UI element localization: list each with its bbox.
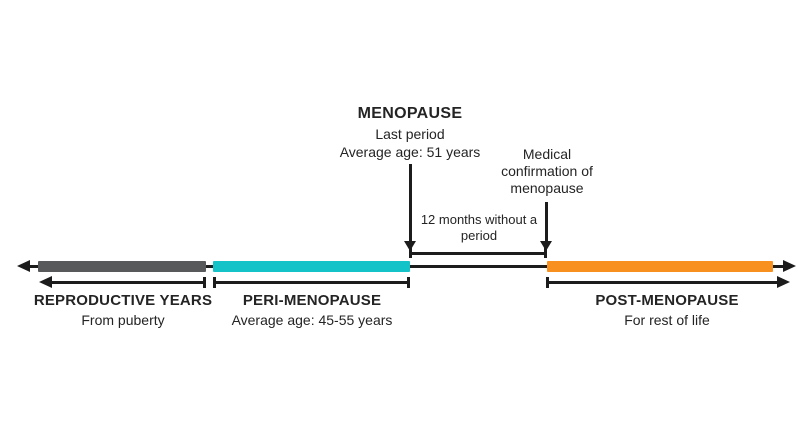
post-menopause-label: POST-MENOPAUSE xyxy=(595,292,739,309)
reproductive-years-label: REPRODUCTIVE YEARS xyxy=(33,292,213,309)
post-bracket-line xyxy=(548,281,780,284)
medical-pointer-line xyxy=(545,202,548,244)
reproductive-bracket-line xyxy=(46,281,206,284)
reproductive-years-bar xyxy=(38,261,206,272)
menopause-callout-line2: Average age: 51 years xyxy=(339,144,481,160)
post-bracket-arrowhead-icon xyxy=(777,276,790,288)
post-menopause-description: For rest of life xyxy=(624,312,710,328)
post-bracket-left-tick xyxy=(546,277,549,288)
timeline-left-arrowhead-icon xyxy=(17,260,30,272)
twelve-months-label: 12 months without a period xyxy=(420,212,538,243)
twelve-months-bracket-line xyxy=(410,252,547,255)
menopause-callout-line1: Last period xyxy=(375,126,445,142)
timeline-right-arrowhead-icon xyxy=(783,260,796,272)
reproductive-years-label-group: REPRODUCTIVE YEARS From puberty xyxy=(28,291,218,329)
reproductive-years-description: From puberty xyxy=(81,312,165,328)
peri-menopause-bar xyxy=(213,261,410,272)
peri-bracket-line xyxy=(215,281,409,284)
peri-bracket-right-tick xyxy=(407,277,410,288)
post-menopause-label-group: POST-MENOPAUSE For rest of life xyxy=(572,291,762,329)
twelve-months-dashed-line xyxy=(411,265,546,268)
peri-menopause-label: PERI-MENOPAUSE xyxy=(242,292,382,309)
menopause-callout: MENOPAUSE Last period Average age: 51 ye… xyxy=(300,104,520,160)
peri-menopause-description: Average age: 45-55 years xyxy=(231,312,393,328)
twelve-months-bracket-right-tick xyxy=(544,247,547,258)
twelve-months-bracket-left-tick xyxy=(409,247,412,258)
menopause-callout-title: MENOPAUSE xyxy=(357,105,463,122)
peri-bracket-left-tick xyxy=(213,277,216,288)
reproductive-bracket-arrowhead-icon xyxy=(39,276,52,288)
reproductive-bracket-right-tick xyxy=(203,277,206,288)
menopause-pointer-arrowhead-icon xyxy=(404,241,416,251)
medical-confirmation-callout: Medical confirmation of menopause xyxy=(501,146,593,196)
medical-pointer-arrowhead-icon xyxy=(540,241,552,251)
post-menopause-bar xyxy=(547,261,773,272)
peri-menopause-label-group: PERI-MENOPAUSE Average age: 45-55 years xyxy=(217,291,407,329)
menopause-pointer-line xyxy=(409,164,412,244)
